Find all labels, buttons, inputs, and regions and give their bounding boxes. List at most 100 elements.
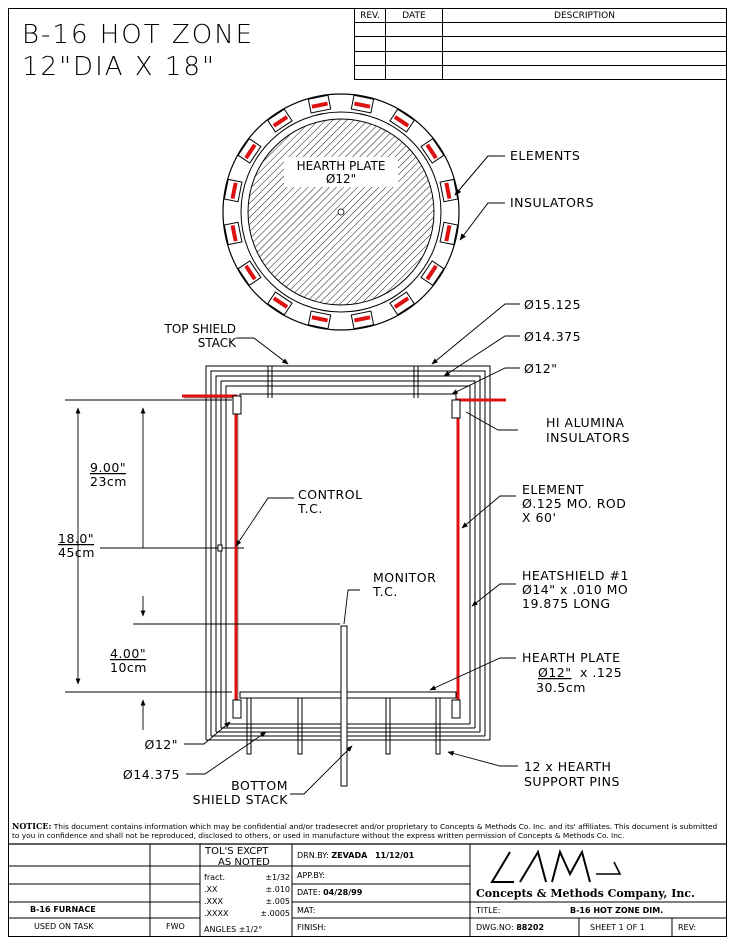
insulators-callout: INSULATORS xyxy=(510,195,594,210)
finish-label: FINISH: xyxy=(297,923,327,932)
element-insulator xyxy=(389,291,416,316)
element-insulator xyxy=(439,221,459,246)
element-label-2: Ø.125 MO. ROD xyxy=(522,496,626,511)
dia-15-label: Ø15.125 xyxy=(524,297,581,312)
side-callouts xyxy=(184,303,520,795)
element-rod xyxy=(244,264,257,281)
hearth-plate-label-2: Ø12" xyxy=(538,665,572,680)
used-by-label: FWO xyxy=(166,922,185,931)
tol-row: .XXX±.005 xyxy=(204,897,290,906)
drawing-title-field: B-16 HOT ZONE DIM. xyxy=(570,906,664,915)
hearth-label: HEARTH PLATE xyxy=(297,159,386,173)
element-insulator xyxy=(350,310,375,330)
element-insulator xyxy=(237,137,262,164)
dia-12-label: Ø12" xyxy=(524,361,558,376)
hearth-support-pins xyxy=(246,697,441,755)
element-rod xyxy=(425,264,438,281)
heatshield-label-2: Ø14" x .010 MO xyxy=(522,582,628,597)
element-rod xyxy=(311,101,328,109)
hi-alumina-label-2: INSULATORS xyxy=(546,430,630,445)
tol-row: fract.±1/32 xyxy=(204,873,290,882)
company-name: Concepts & Methods Company, Inc. xyxy=(476,887,695,900)
top-callouts xyxy=(454,155,505,241)
element-rod xyxy=(244,143,257,160)
notice-text: NOTICE: This document contains informati… xyxy=(12,822,724,841)
dim-9-label: 9.00" xyxy=(90,460,126,475)
dim-18-label: 18.0" xyxy=(58,531,94,546)
control-thermocouple xyxy=(206,544,244,552)
dim-4-label: 4.00" xyxy=(110,646,146,661)
control-tc-label-2: T.C. xyxy=(297,501,323,516)
monitor-thermocouple xyxy=(340,625,348,787)
drawing-title-line2: 12"DIA X 18" xyxy=(22,52,216,82)
element-insulator xyxy=(237,260,262,287)
element-label-3: X 60' xyxy=(522,510,556,525)
element-insulator xyxy=(389,108,416,133)
approved-by-label: APP.BY: xyxy=(297,871,325,880)
element-rod xyxy=(354,101,371,109)
bottom-dia-12-label: Ø12" xyxy=(145,737,179,752)
date-field: DATE: 04/28/99 xyxy=(297,888,363,897)
element-insulator xyxy=(307,94,332,114)
element-insulator xyxy=(266,108,293,133)
heatshield-label-1: HEATSHIELD #1 xyxy=(522,568,629,583)
monitor-tc-label-2: T.C. xyxy=(372,584,398,599)
element-insulator xyxy=(350,94,375,114)
heating-elements xyxy=(182,394,506,719)
sheet-field: SHEET 1 OF 1 xyxy=(590,923,645,932)
top-shield-label-2: STACK xyxy=(198,336,237,350)
date-header: DATE xyxy=(385,7,443,24)
element-rod xyxy=(425,143,438,160)
notice-body: This document contains information which… xyxy=(12,822,718,840)
support-pins-label-2: SUPPORT PINS xyxy=(524,774,620,789)
title-block-grid xyxy=(8,843,727,937)
dimension-lines xyxy=(65,399,340,730)
angles-tol: ANGLES ±1/2° xyxy=(204,925,263,934)
element-rod xyxy=(311,315,328,323)
element-insulator xyxy=(266,291,293,316)
heatshield-label-3: 19.875 LONG xyxy=(522,596,611,611)
dim-18-cm-label: 45cm xyxy=(58,545,95,560)
description-header: DESCRIPTION xyxy=(442,7,727,24)
element-rod xyxy=(393,296,410,309)
element-insulator xyxy=(420,260,445,287)
dim-4-cm-label: 10cm xyxy=(110,660,147,675)
tol-row: .XXXX±.0005 xyxy=(204,909,290,918)
element-rod xyxy=(230,225,238,242)
control-tc-label-1: CONTROL xyxy=(298,487,363,502)
top-view xyxy=(222,93,460,331)
bottom-shield-label-1: BOTTOM xyxy=(231,778,288,793)
shield-stack xyxy=(205,365,491,741)
element-label-1: ELEMENT xyxy=(522,482,584,497)
element-rod xyxy=(272,296,289,309)
hearth-plate-label-4: 30.5cm xyxy=(536,680,586,695)
top-shield-label-1: TOP SHIELD xyxy=(163,322,236,336)
hearth-plate-label-3: x .125 xyxy=(580,665,622,680)
element-rod xyxy=(272,115,289,128)
used-on-task-label: USED ON TASK xyxy=(34,922,94,931)
support-pins-label-1: 12 x HEARTH xyxy=(524,759,611,774)
title-label: TITLE: xyxy=(476,906,501,915)
hearth-dia-label: Ø12" xyxy=(326,172,356,186)
material-label: MAT: xyxy=(297,906,316,915)
element-insulator xyxy=(223,221,243,246)
tolerance-list: fract.±1/32 .XX±.010 .XXX±.005 .XXXX±.00… xyxy=(204,872,290,920)
project-name: B-16 FURNACE xyxy=(30,905,96,914)
hi-alumina-label-1: HI ALUMINA xyxy=(546,415,624,430)
element-rod xyxy=(444,182,452,199)
element-insulator xyxy=(307,310,332,330)
bottom-shield-label-2: SHIELD STACK xyxy=(193,792,289,807)
element-rod xyxy=(393,115,410,128)
bottom-dia-14-label: Ø14.375 xyxy=(123,767,180,782)
hearth-plate-label-1: HEARTH PLATE xyxy=(522,650,621,665)
drawn-by: DRN.BY: ZEVADA 11/12/01 xyxy=(297,851,415,860)
monitor-tc-label-1: MONITOR xyxy=(373,570,436,585)
element-ring xyxy=(223,94,459,330)
element-rod xyxy=(354,315,371,323)
rev-field: REV: xyxy=(678,923,697,932)
dim-9-cm-label: 23cm xyxy=(90,474,127,489)
elements-callout: ELEMENTS xyxy=(510,148,580,163)
drawing-title-line1: B-16 HOT ZONE xyxy=(22,20,255,50)
element-insulator xyxy=(420,137,445,164)
